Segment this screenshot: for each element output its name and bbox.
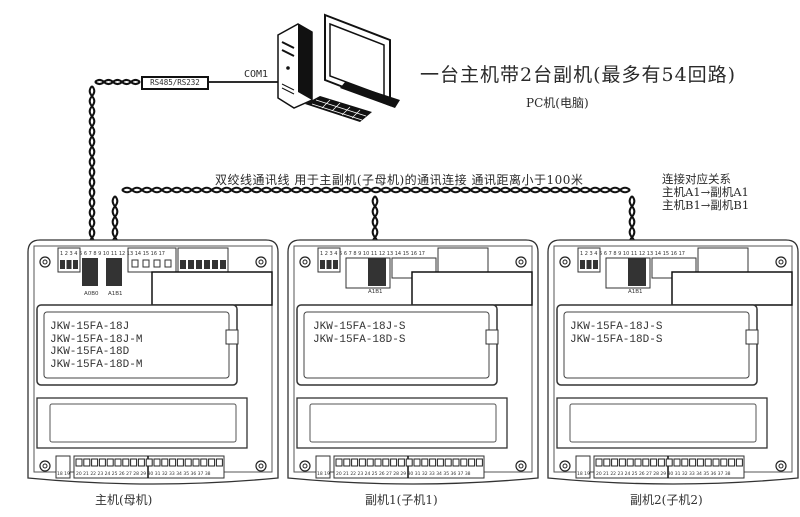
slave2-model-list: JKW-15FA-18J-S JKW-15FA-18D-S [570,321,662,346]
lcd-window [43,311,230,379]
screw-icon [559,256,571,268]
model-name: JKW-15FA-18J-M [50,333,143,346]
terminal-block [697,247,749,273]
bus-cable-label: 双绞线通讯线 用于主副机(子母机)的通讯连接 通讯距离小于100米 [215,173,584,187]
relation-line: 主机B1→副机B1 [662,198,750,212]
relation-heading: 连接对应关系 [662,172,731,186]
host-model-list: JKW-15FA-18J JKW-15FA-18J-M JKW-15FA-18D… [50,321,142,371]
slave1-unit-label: 副机1(子机1) [365,493,438,507]
connection-relation-note: 连接对应关系 主机A1→副机A1 主机B1→副机B1 [662,173,749,212]
screw-icon [39,256,51,268]
terminal-block [55,455,71,479]
screw-icon [775,460,787,472]
terminal-label-a1b1: A1B1 [108,291,123,297]
terminal-block [575,455,591,479]
model-name: JKW-15FA-18J-S [313,321,406,333]
terminal-numbers: 1 2 3 4 5 6 7 8 9 10 11 12 13 14 15 16 1… [320,251,425,257]
com-port-label: COM1 [244,69,269,80]
terminal-label-a1b1: A1B1 [368,289,383,295]
lower-window [49,403,237,443]
terminal-numbers: 18 19 [577,471,590,477]
rs485-rs232-converter: RS485/RS232 [141,76,209,90]
pc-label: PC机(电脑) [526,96,589,110]
slave2-unit-label: 副机2(子机2) [630,493,703,507]
lower-window [569,403,757,443]
model-name: JKW-15FA-18D [50,346,130,358]
model-name: JKW-15FA-18D-S [570,333,663,346]
rs485-terminal-a1b1 [368,258,386,286]
pc-cable [94,78,141,86]
pc-computer-icon [205,13,400,122]
pc-cable [88,85,96,259]
terminal-label-a0b0: A0B0 [84,291,99,297]
model-name: JKW-15FA-18D-M [50,358,143,371]
rs485-terminal-a0b0 [82,258,98,286]
lcd-window [563,311,750,379]
screw-icon [255,256,267,268]
lcd-window [303,311,490,379]
model-name: JKW-15FA-18D-S [313,333,406,346]
terminal-block [177,247,229,273]
terminal-numbers: 1 2 3 4 5 6 7 8 9 10 11 12 13 14 15 16 1… [580,251,685,257]
screw-icon [255,460,267,472]
terminal-numbers: 18 19 [57,471,70,477]
terminal-label-a1b1: A1B1 [628,289,643,295]
host-unit-label: 主机(母机) [95,493,153,507]
screw-icon [299,460,311,472]
terminal-block [437,247,489,273]
screw-icon [299,256,311,268]
bus-cable [121,186,631,194]
screw-icon [39,460,51,472]
terminal-block [315,455,331,479]
terminal-numbers: 20 21 22 23 24 25 26 27 28 29 30 31 32 3… [76,471,211,477]
model-name: JKW-15FA-18J-S [570,321,663,333]
terminal-numbers: 20 21 22 23 24 25 26 27 28 29 30 31 32 3… [336,471,471,477]
meter-unit: 1 2 3 4 5 6 7 8 9 10 11 12 13 14 15 16 1… [287,239,539,485]
rs485-terminal-a1b1 [628,258,646,286]
lower-window [309,403,497,443]
rs485-terminal-a1b1 [106,258,122,286]
model-name: JKW-15FA-18J [50,321,130,333]
relation-line: 主机A1→副机A1 [662,185,749,199]
terminal-numbers: 18 19 [317,471,330,477]
screw-icon [559,460,571,472]
screw-icon [775,256,787,268]
terminal-numbers: 20 21 22 23 24 25 26 27 28 29 30 31 32 3… [596,471,731,477]
screw-icon [515,460,527,472]
meter-unit: 1 2 3 4 5 6 7 8 9 10 11 12 13 14 15 16 1… [27,239,279,485]
terminal-numbers: 1 2 3 4 5 6 7 8 9 10 11 12 13 14 15 16 1… [60,251,165,257]
screw-icon [515,256,527,268]
slave1-model-list: JKW-15FA-18J-S JKW-15FA-18D-S [313,321,405,346]
meter-unit: 1 2 3 4 5 6 7 8 9 10 11 12 13 14 15 16 1… [547,239,799,485]
twisted-pair-cables [88,78,636,259]
diagram-title: 一台主机带2台副机(最多有54回路) [420,64,737,86]
